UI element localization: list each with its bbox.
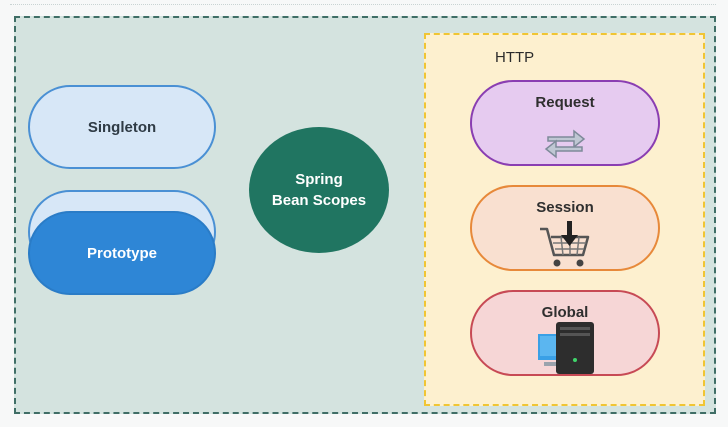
prototype-scope: Prototype [28, 211, 216, 295]
spring-bean-scopes-node: Spring Bean Scopes [249, 127, 389, 253]
computer-server-icon [538, 322, 598, 380]
center-label-line1: Spring [295, 171, 343, 188]
request-label: Request [535, 94, 595, 111]
global-label: Global [541, 304, 589, 321]
prototype-label: Prototype [86, 244, 157, 262]
singleton-scope: Singleton [28, 85, 216, 169]
top-guide-line [10, 4, 716, 11]
center-label-line2: Bean Scopes [271, 192, 367, 209]
exchange-arrows-icon [542, 126, 588, 164]
session-scope: Session [470, 185, 660, 271]
singleton-label: Singleton [87, 118, 157, 136]
global-scope: Global [470, 290, 660, 376]
http-group-title: HTTP [495, 49, 535, 66]
shopping-cart-download-icon [537, 221, 593, 273]
session-label: Session [536, 199, 594, 216]
request-scope: Request [470, 80, 660, 166]
